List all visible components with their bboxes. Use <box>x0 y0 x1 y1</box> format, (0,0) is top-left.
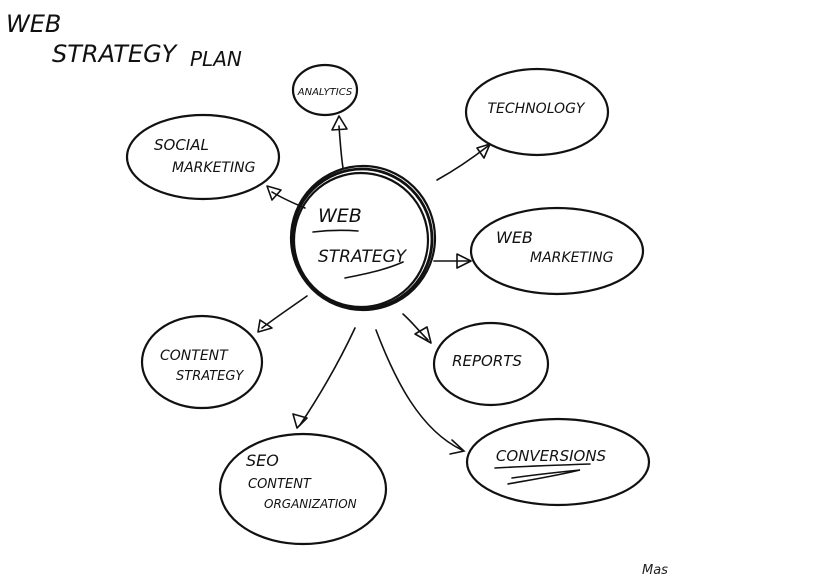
edge-to-conversions <box>375 329 463 451</box>
node-technology-label: TECHNOLOGY <box>488 101 586 117</box>
node-technology-outline <box>464 67 610 157</box>
node-content-strategy-label-2: STRATEGY <box>176 369 244 384</box>
node-web-marketing-label-1: WEB <box>496 228 533 247</box>
edge-to-reports <box>402 313 429 341</box>
node-seo-label-3: ORGANIZATION <box>264 497 357 511</box>
node-social-marketing-label-1: SOCIAL <box>154 136 209 154</box>
node-conversions-outline <box>465 417 651 507</box>
node-conversions: CONVERSIONS <box>465 417 651 507</box>
center-underline-2 <box>344 261 404 279</box>
arrowhead-web-marketing <box>456 253 472 269</box>
node-web-marketing: WEB MARKETING <box>469 206 645 296</box>
edge-to-seo <box>299 327 356 426</box>
node-analytics: ANALYTICS <box>291 63 359 117</box>
node-social-marketing-outline <box>125 113 281 201</box>
node-seo-label-1: SEO <box>246 451 279 470</box>
node-seo-content-organization: SEO CONTENT ORGANIZATION <box>218 432 388 546</box>
node-content-strategy-label-1: CONTENT <box>160 348 229 364</box>
node-conversions-label: CONVERSIONS <box>496 447 607 465</box>
arrowhead-reports <box>414 326 432 344</box>
node-web-marketing-outline <box>469 206 645 296</box>
node-analytics-label: ANALYTICS <box>297 87 353 98</box>
node-conversions-underline-1 <box>494 463 591 469</box>
diagram-title: WEB STRATEGY PLAN <box>6 10 242 71</box>
arrowhead-social-marketing <box>266 185 282 201</box>
node-seo-label-2: CONTENT <box>248 477 312 492</box>
node-technology: TECHNOLOGY <box>464 67 610 157</box>
center-label-line-1: WEB <box>318 205 362 227</box>
edges <box>257 115 491 455</box>
title-line-2: STRATEGY <box>52 40 179 68</box>
node-reports-label: REPORTS <box>452 352 522 370</box>
arrowhead-content-strategy <box>257 319 273 333</box>
center-circle-outline-outer <box>289 164 437 312</box>
arrowhead-analytics <box>331 115 348 131</box>
title-line-1: WEB <box>6 10 61 38</box>
center-label-line-2: STRATEGY <box>318 247 408 267</box>
center-circle-outline-inner <box>292 171 430 309</box>
node-content-strategy: CONTENT STRATEGY <box>140 314 264 410</box>
node-reports: REPORTS <box>432 321 550 407</box>
node-analytics-outline <box>291 63 359 117</box>
node-seo-outline <box>218 432 388 546</box>
arrowhead-seo <box>292 413 308 429</box>
center-underline-1 <box>312 229 359 233</box>
node-social-marketing: SOCIAL MARKETING <box>125 113 281 201</box>
title-line-3: PLAN <box>190 47 242 71</box>
signature: Mas <box>642 563 668 577</box>
node-reports-outline <box>432 321 550 407</box>
edge-to-content-strategy <box>261 295 308 329</box>
node-content-strategy-outline <box>140 314 264 410</box>
edge-to-analytics <box>338 125 344 169</box>
center-node-web-strategy: WEB STRATEGY <box>289 164 437 312</box>
node-conversions-underline-2 <box>507 469 581 485</box>
node-web-marketing-label-2: MARKETING <box>530 250 614 266</box>
arrowhead-conversions <box>449 439 466 455</box>
edge-to-technology <box>436 145 489 181</box>
node-social-marketing-label-2: MARKETING <box>172 160 256 176</box>
arrowhead-technology <box>476 143 491 159</box>
